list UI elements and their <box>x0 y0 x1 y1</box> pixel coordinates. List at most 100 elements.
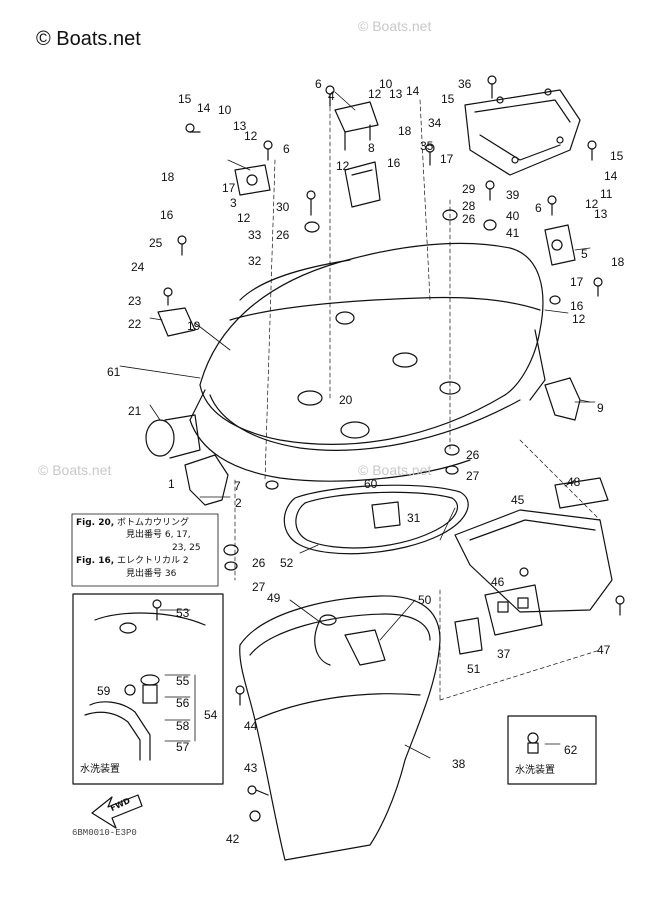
ref1-line3: 23, 25 <box>172 543 201 553</box>
callout-11: 11 <box>600 187 613 201</box>
callout-12: 12 <box>585 197 599 211</box>
callout-30: 30 <box>276 200 290 214</box>
figure-reference-2: Fig. 16, エレクトリカル 2 <box>76 556 189 566</box>
callout-4: 4 <box>328 89 335 103</box>
callout-37: 37 <box>497 647 511 661</box>
callout-59: 59 <box>97 684 111 698</box>
callout-45: 45 <box>511 493 525 507</box>
callout-9: 9 <box>597 401 604 415</box>
callout-27: 27 <box>466 469 480 483</box>
callout-60: 60 <box>364 477 378 491</box>
callout-16: 16 <box>570 299 584 313</box>
callout-16: 16 <box>160 208 174 222</box>
callout-56: 56 <box>176 696 190 710</box>
callout-34: 34 <box>428 116 442 130</box>
ref2-fig: Fig. 16, <box>76 556 115 566</box>
callout-44: 44 <box>244 719 258 733</box>
figure-reference-box <box>71 513 219 587</box>
callout-14: 14 <box>406 84 420 98</box>
callout-5: 5 <box>581 247 588 261</box>
callout-18: 18 <box>161 170 175 184</box>
ref2-title: エレクトリカル 2 <box>117 556 189 566</box>
callout-17: 17 <box>440 152 454 166</box>
callout-46: 46 <box>491 575 505 589</box>
callout-6: 6 <box>315 77 322 91</box>
callout-15: 15 <box>610 149 624 163</box>
callout-8: 8 <box>368 141 375 155</box>
clamp-part-7 <box>184 454 229 506</box>
bracket-part-22 <box>157 307 196 337</box>
callout-3: 3 <box>230 196 237 210</box>
inset-flush-device-box <box>72 593 224 785</box>
callout-10: 10 <box>379 77 393 91</box>
callout-32: 32 <box>248 254 262 268</box>
callout-12: 12 <box>244 129 258 143</box>
callout-17: 17 <box>222 181 236 195</box>
callout-12: 12 <box>237 211 251 225</box>
watermark-faint-middle: © Boats.net <box>38 462 112 478</box>
callout-42: 42 <box>226 832 240 846</box>
damper-part-31 <box>371 501 401 529</box>
callout-20: 20 <box>339 393 353 407</box>
callout-21: 21 <box>128 404 142 418</box>
callout-27: 27 <box>252 580 266 594</box>
inset-flush-device-box-right <box>507 715 597 785</box>
callout-26: 26 <box>466 448 480 462</box>
callout-58: 58 <box>176 719 190 733</box>
callout-18: 18 <box>611 255 625 269</box>
callout-16: 16 <box>387 156 401 170</box>
callout-13: 13 <box>389 87 403 101</box>
callout-15: 15 <box>178 92 192 106</box>
callout-2: 2 <box>235 496 242 510</box>
flush-device-label-left: 水洗装置 <box>80 764 120 775</box>
callout-26: 26 <box>462 212 476 226</box>
seal-part-60 <box>283 484 469 555</box>
ref2-line2: 見出番号 36 <box>126 569 177 579</box>
callout-49: 49 <box>267 591 281 605</box>
callout-57: 57 <box>176 740 190 754</box>
ref1-title: ボトムカウリング <box>117 518 190 528</box>
callout-38: 38 <box>452 757 466 771</box>
callout-31: 31 <box>407 511 421 525</box>
callout-17: 17 <box>570 275 584 289</box>
callout-22: 22 <box>128 317 142 331</box>
callout-52: 52 <box>280 556 294 570</box>
figure-reference-1: Fig. 20, ボトムカウリング <box>76 518 189 528</box>
dashed-guide-lines <box>234 99 601 701</box>
flush-hose-drawing <box>84 612 206 761</box>
bolt-marks <box>152 75 625 822</box>
callout-23: 23 <box>128 294 142 308</box>
callout-61: 61 <box>107 365 121 379</box>
plate-part-48 <box>554 477 609 509</box>
callout-35: 35 <box>420 139 434 153</box>
callout-26: 26 <box>252 556 266 570</box>
mount-part-5 <box>544 224 576 266</box>
callout-14: 14 <box>604 169 618 183</box>
callout-12: 12 <box>572 312 586 326</box>
callout-13: 13 <box>233 119 247 133</box>
callout-51: 51 <box>467 662 481 676</box>
leader-lines <box>119 91 596 759</box>
callout-28: 28 <box>462 199 476 213</box>
bottom-cowling-outline <box>189 242 546 482</box>
watermark-copyright: © Boats.net <box>36 28 141 50</box>
fwd-arrow-icon <box>91 794 143 829</box>
callout-24: 24 <box>131 260 145 274</box>
callout-36: 36 <box>458 77 472 91</box>
ref1-fig: Fig. 20, <box>76 518 115 528</box>
connector-part-21 <box>145 414 201 459</box>
callout-50: 50 <box>418 593 432 607</box>
callout-41: 41 <box>506 226 520 240</box>
callout-54: 54 <box>204 708 218 722</box>
callout-13: 13 <box>594 207 608 221</box>
callout-26: 26 <box>276 228 290 242</box>
callout-10: 10 <box>218 103 232 117</box>
callout-1: 1 <box>168 477 175 491</box>
lower-cowling-part-38 <box>239 595 441 861</box>
callout-19: 19 <box>187 319 201 333</box>
callout-29: 29 <box>462 182 476 196</box>
flush-device-label-right: 水洗装置 <box>515 765 555 776</box>
grommet-part-8 <box>344 161 381 208</box>
top-bracket-plate <box>464 88 581 176</box>
ref1-line2: 見出番号 6, 17, <box>126 530 191 540</box>
